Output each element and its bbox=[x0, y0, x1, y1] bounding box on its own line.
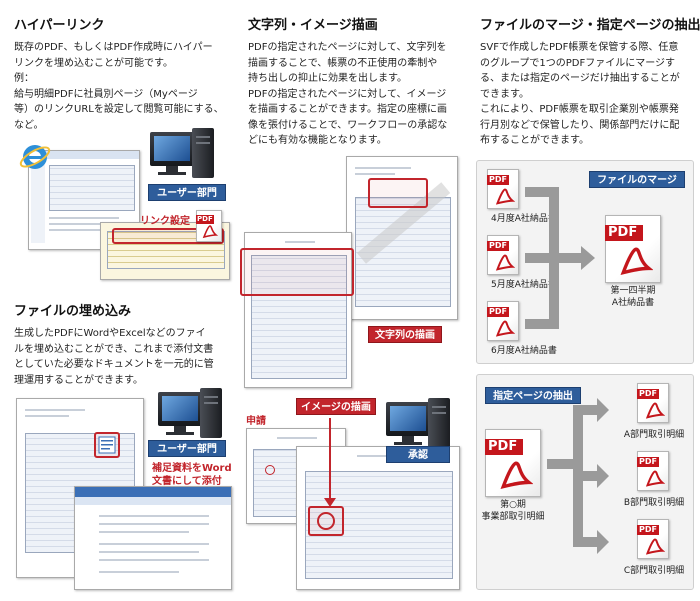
image-draw-label: イメージの描画 bbox=[296, 398, 376, 415]
merge-line: できます。 bbox=[480, 88, 529, 100]
arrow-icon bbox=[581, 246, 595, 270]
embed-line: 理運用することができます。 bbox=[14, 374, 143, 386]
computer-icon bbox=[150, 128, 216, 178]
hyperlink-line: 等）のリンクURLを設定して閲覧可能にする、 bbox=[14, 104, 224, 115]
text-image-line: PDFの指定されたページに対して、文字列を bbox=[248, 42, 447, 53]
text-image-line: PDFの指定されたページに対して、イメージ bbox=[248, 88, 447, 100]
watermarked-document bbox=[346, 156, 458, 320]
pdf-file-icon: PDF bbox=[637, 519, 669, 559]
merge-line: のグループで1つのPDFファイルにマージす bbox=[480, 57, 676, 69]
attachment-note: 補足資料をWord 文書にして添付 bbox=[152, 463, 232, 487]
merge-description: SVFで作成したPDF帳票を保管する際、任意 のグループで1つのPDFファイルに… bbox=[480, 40, 698, 149]
merge-line: 布することができます。 bbox=[480, 135, 589, 146]
extract-panel-label: 指定ページの抽出 bbox=[485, 387, 581, 404]
arrow-icon bbox=[597, 398, 609, 422]
word-document-icon bbox=[98, 436, 116, 454]
merge-output-label: 第一四半期 A社納品書 bbox=[610, 286, 656, 308]
extract-output-label: B部門取引明細 bbox=[623, 498, 685, 508]
hyperlink-line: 例： bbox=[14, 73, 34, 84]
pdf-file-icon: PDF bbox=[637, 451, 669, 491]
text-image-line: を描画することができます。指定の座標に画 bbox=[248, 104, 447, 115]
browser-window bbox=[28, 150, 140, 250]
extract-output-label: A部門取引明細 bbox=[623, 430, 685, 440]
text-image-line: 持ち出しの抑止に効果を出します。 bbox=[248, 73, 407, 84]
text-image-line: 描画することで、帳票の不正使用の牽制や bbox=[248, 57, 438, 69]
computer-icon bbox=[386, 398, 452, 448]
link-setting-label: リンク設定 bbox=[140, 216, 190, 227]
text-image-description: PDFの指定されたページに対して、文字列を 描画することで、帳票の不正使用の牽制… bbox=[248, 40, 466, 149]
embed-line: としていた必要なドキュメントを一元的に管 bbox=[14, 359, 214, 370]
hyperlink-line: 既存のPDF、もしくはPDF作成時にハイパー bbox=[14, 42, 213, 53]
computer-icon bbox=[158, 388, 224, 438]
user-department-label: ユーザー部門 bbox=[148, 184, 226, 201]
approval-stamp-icon bbox=[317, 512, 335, 530]
embed-line: 生成したPDFにWordやExcelなどのファイ bbox=[14, 328, 206, 339]
arrow-icon bbox=[597, 464, 609, 488]
arrow-icon bbox=[597, 530, 609, 554]
text-image-line: 像を張付けることで、ワークフローの承認な bbox=[248, 119, 448, 131]
extract-source-label: 第○期 事業部取引明細 bbox=[481, 500, 545, 522]
merge-input-label: 4月度A社納品書 bbox=[491, 214, 557, 224]
pdf-file-icon: PDF bbox=[487, 235, 519, 275]
user-department-label: ユーザー部門 bbox=[148, 440, 226, 457]
embed-description: 生成したPDFにWordやExcelなどのファイ ルを埋め込むことができ、これま… bbox=[14, 326, 234, 388]
merge-line: 行月別などで保管したり、関係部門だけに配 bbox=[480, 119, 680, 131]
merge-line: これにより、PDF帳票を取引企業別や帳票発 bbox=[480, 104, 679, 115]
merge-panel: ファイルのマージ PDF 4月度A社納品書 PDF 5月度A社納品書 PDF 6… bbox=[476, 160, 694, 364]
request-label: 申請 bbox=[246, 416, 266, 427]
extract-output-label: C部門取引明細 bbox=[623, 566, 685, 576]
merge-line: る、または指定のページだけ抽出することが bbox=[480, 73, 680, 84]
text-image-title: 文字列・イメージ描画 bbox=[248, 18, 378, 33]
embed-title: ファイルの埋め込み bbox=[14, 304, 132, 319]
word-document-window bbox=[74, 486, 232, 590]
hyperlink-title: ハイパーリンク bbox=[14, 18, 105, 33]
acrobat-icon bbox=[202, 225, 218, 239]
pdf-file-icon: PDF bbox=[196, 210, 222, 242]
watermark-highlight bbox=[368, 178, 428, 208]
pdf-file-icon: PDF bbox=[487, 169, 519, 209]
pdf-file-icon: PDF bbox=[487, 301, 519, 341]
hyperlink-line: など。 bbox=[14, 119, 44, 131]
hyperlink-description: 既存のPDF、もしくはPDF作成時にハイパー リンクを埋め込むことが可能です。 … bbox=[14, 40, 234, 133]
text-draw-highlight bbox=[240, 248, 354, 296]
merge-title: ファイルのマージ・指定ページの抽出 bbox=[480, 18, 700, 33]
merge-input-label: 6月度A社納品書 bbox=[491, 346, 557, 356]
text-draw-label: 文字列の描画 bbox=[368, 326, 442, 343]
hyperlink-line: リンクを埋め込むことが可能です。 bbox=[14, 57, 173, 69]
text-image-line: どにも有効な機能となります。 bbox=[248, 135, 387, 146]
internet-explorer-icon bbox=[19, 145, 51, 169]
merge-line: SVFで作成したPDF帳票を保管する際、任意 bbox=[480, 42, 679, 53]
pdf-file-icon: PDF bbox=[485, 429, 541, 497]
embed-line: ルを埋め込むことができ、これまで添付文書 bbox=[14, 343, 214, 355]
hyperlink-line: 給与明細PDFに社員別ページ（Myページ bbox=[14, 88, 198, 100]
approve-label: 承認 bbox=[386, 446, 450, 463]
form-document bbox=[244, 232, 352, 388]
merge-input-label: 5月度A社納品書 bbox=[491, 280, 557, 290]
pdf-file-icon: PDF bbox=[637, 383, 669, 423]
pdf-file-icon: PDF bbox=[605, 215, 661, 283]
arrow-icon bbox=[324, 498, 336, 507]
image-draw-arrow bbox=[329, 418, 331, 502]
merge-panel-label: ファイルのマージ bbox=[589, 171, 685, 188]
extract-panel: 指定ページの抽出 PDF 第○期 事業部取引明細 PDF A部門取引明細 PDF bbox=[476, 374, 694, 590]
